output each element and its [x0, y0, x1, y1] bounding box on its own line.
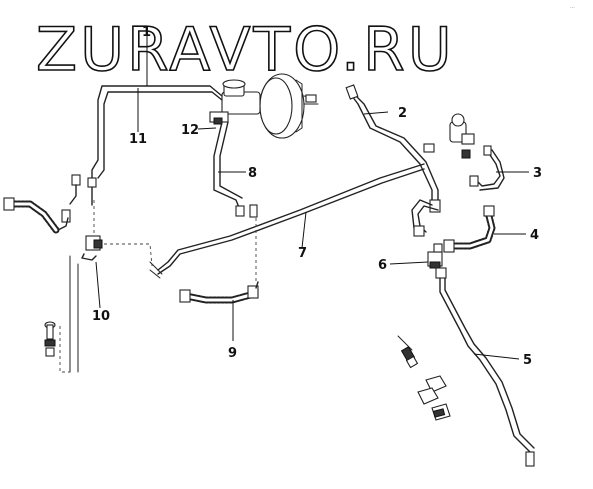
valve-assembly-3 [449, 113, 505, 191]
brake-pipe-7 [157, 163, 425, 271]
callout-12: 12 [181, 123, 199, 138]
callout-7: 7 [298, 246, 307, 261]
brake-pipe-2 [351, 95, 433, 206]
callout-1: 1 [142, 25, 151, 40]
callout-11: 11 [129, 132, 147, 147]
corner-mark: ··· [570, 5, 575, 11]
callout-9: 9 [228, 346, 237, 361]
pipe-clips [397, 335, 451, 421]
callout-3: 3 [533, 166, 542, 181]
callout-4: 4 [530, 228, 539, 243]
tee-bracket-6 [427, 243, 443, 269]
dashed-leader [104, 243, 153, 267]
brake-booster [259, 73, 319, 139]
callout-6: 6 [378, 258, 387, 273]
brake-pipe-11 [91, 85, 223, 187]
callout-10: 10 [92, 309, 110, 324]
junction-block-10 [69, 235, 103, 373]
brake-pipe-8 [213, 121, 241, 211]
master-cylinder [209, 79, 261, 125]
callout-8: 8 [248, 166, 257, 181]
brake-pipe-5 [439, 271, 531, 453]
callout-2: 2 [398, 106, 407, 121]
watermark: ZURAVTO.RU [36, 15, 455, 85]
bolt-fastener [44, 321, 56, 357]
callout-5: 5 [523, 353, 532, 368]
